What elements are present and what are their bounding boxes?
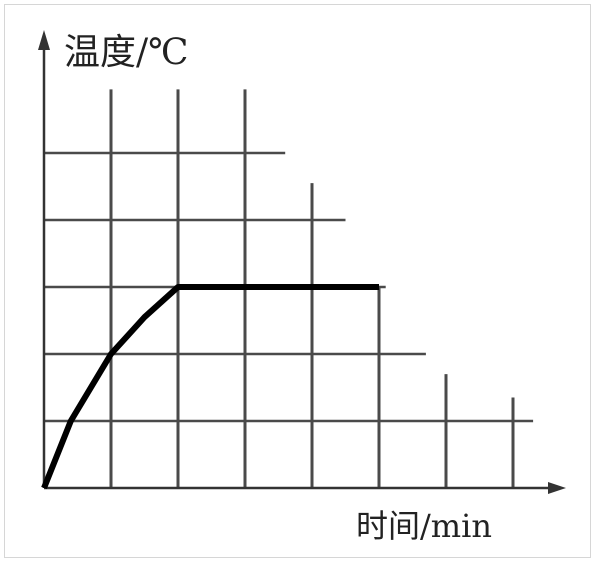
x-axis-label: 时间/min: [356, 507, 492, 545]
axes: [38, 30, 566, 494]
temperature-curve: [41, 284, 379, 490]
x-axis-arrow: [548, 482, 566, 494]
y-axis-arrow: [38, 30, 50, 50]
y-axis-label: 温度/℃: [64, 32, 188, 73]
figure-frame: [4, 4, 591, 558]
